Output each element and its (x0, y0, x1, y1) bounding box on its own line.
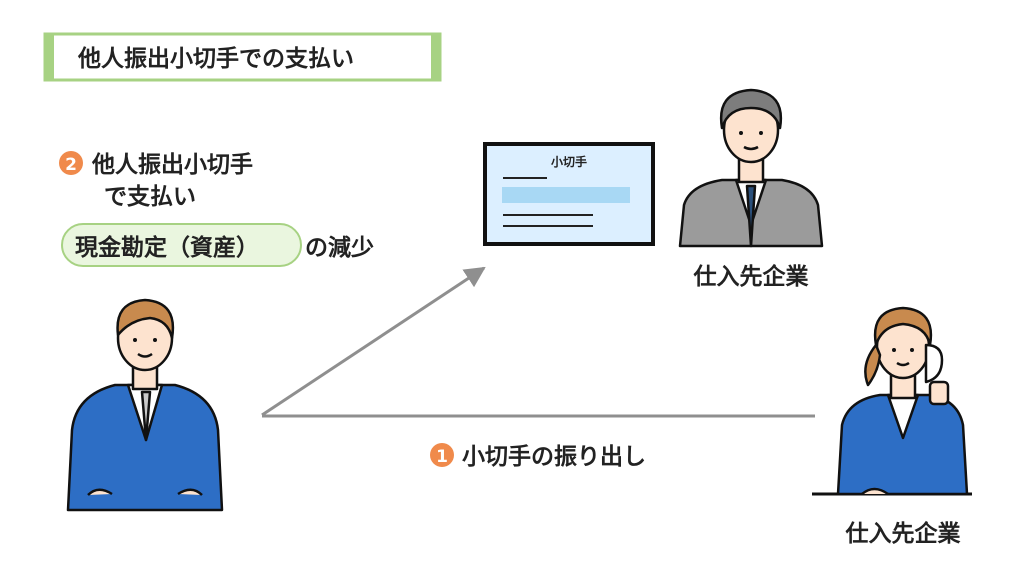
arrow-to-check (261, 266, 486, 417)
account-label: 現金勘定（資産） (75, 234, 259, 261)
step1-label: 小切手の振り出し (462, 443, 646, 470)
step1-number: 1 (436, 447, 448, 467)
businessman-illustration (66, 298, 224, 512)
step2-badge (59, 151, 83, 175)
page-title: 他人振出小切手での支払い (77, 45, 354, 72)
step2-number: 2 (65, 155, 77, 175)
step1-badge (430, 443, 454, 467)
check-card: 小切手 (483, 142, 655, 246)
senior-man-illustration (678, 88, 824, 248)
step2-line2: で支払い (104, 184, 196, 210)
account-effect: の減少 (305, 235, 374, 261)
other-company-label: 仕入先企業 (845, 520, 962, 547)
title-box: 他人振出小切手での支払い (43, 32, 442, 82)
step2-line1: 他人振出小切手 (91, 151, 253, 178)
check-label: 小切手 (551, 154, 587, 169)
step2-block: 2 他人振出小切手 で支払い 現金勘定（資産） の減少 (59, 151, 374, 267)
account-pill (61, 223, 302, 267)
supplier-label: 仕入先企業 (693, 263, 810, 290)
woman-on-phone-illustration (812, 306, 972, 496)
step1-block: 1 小切手の振り出し (430, 443, 646, 470)
